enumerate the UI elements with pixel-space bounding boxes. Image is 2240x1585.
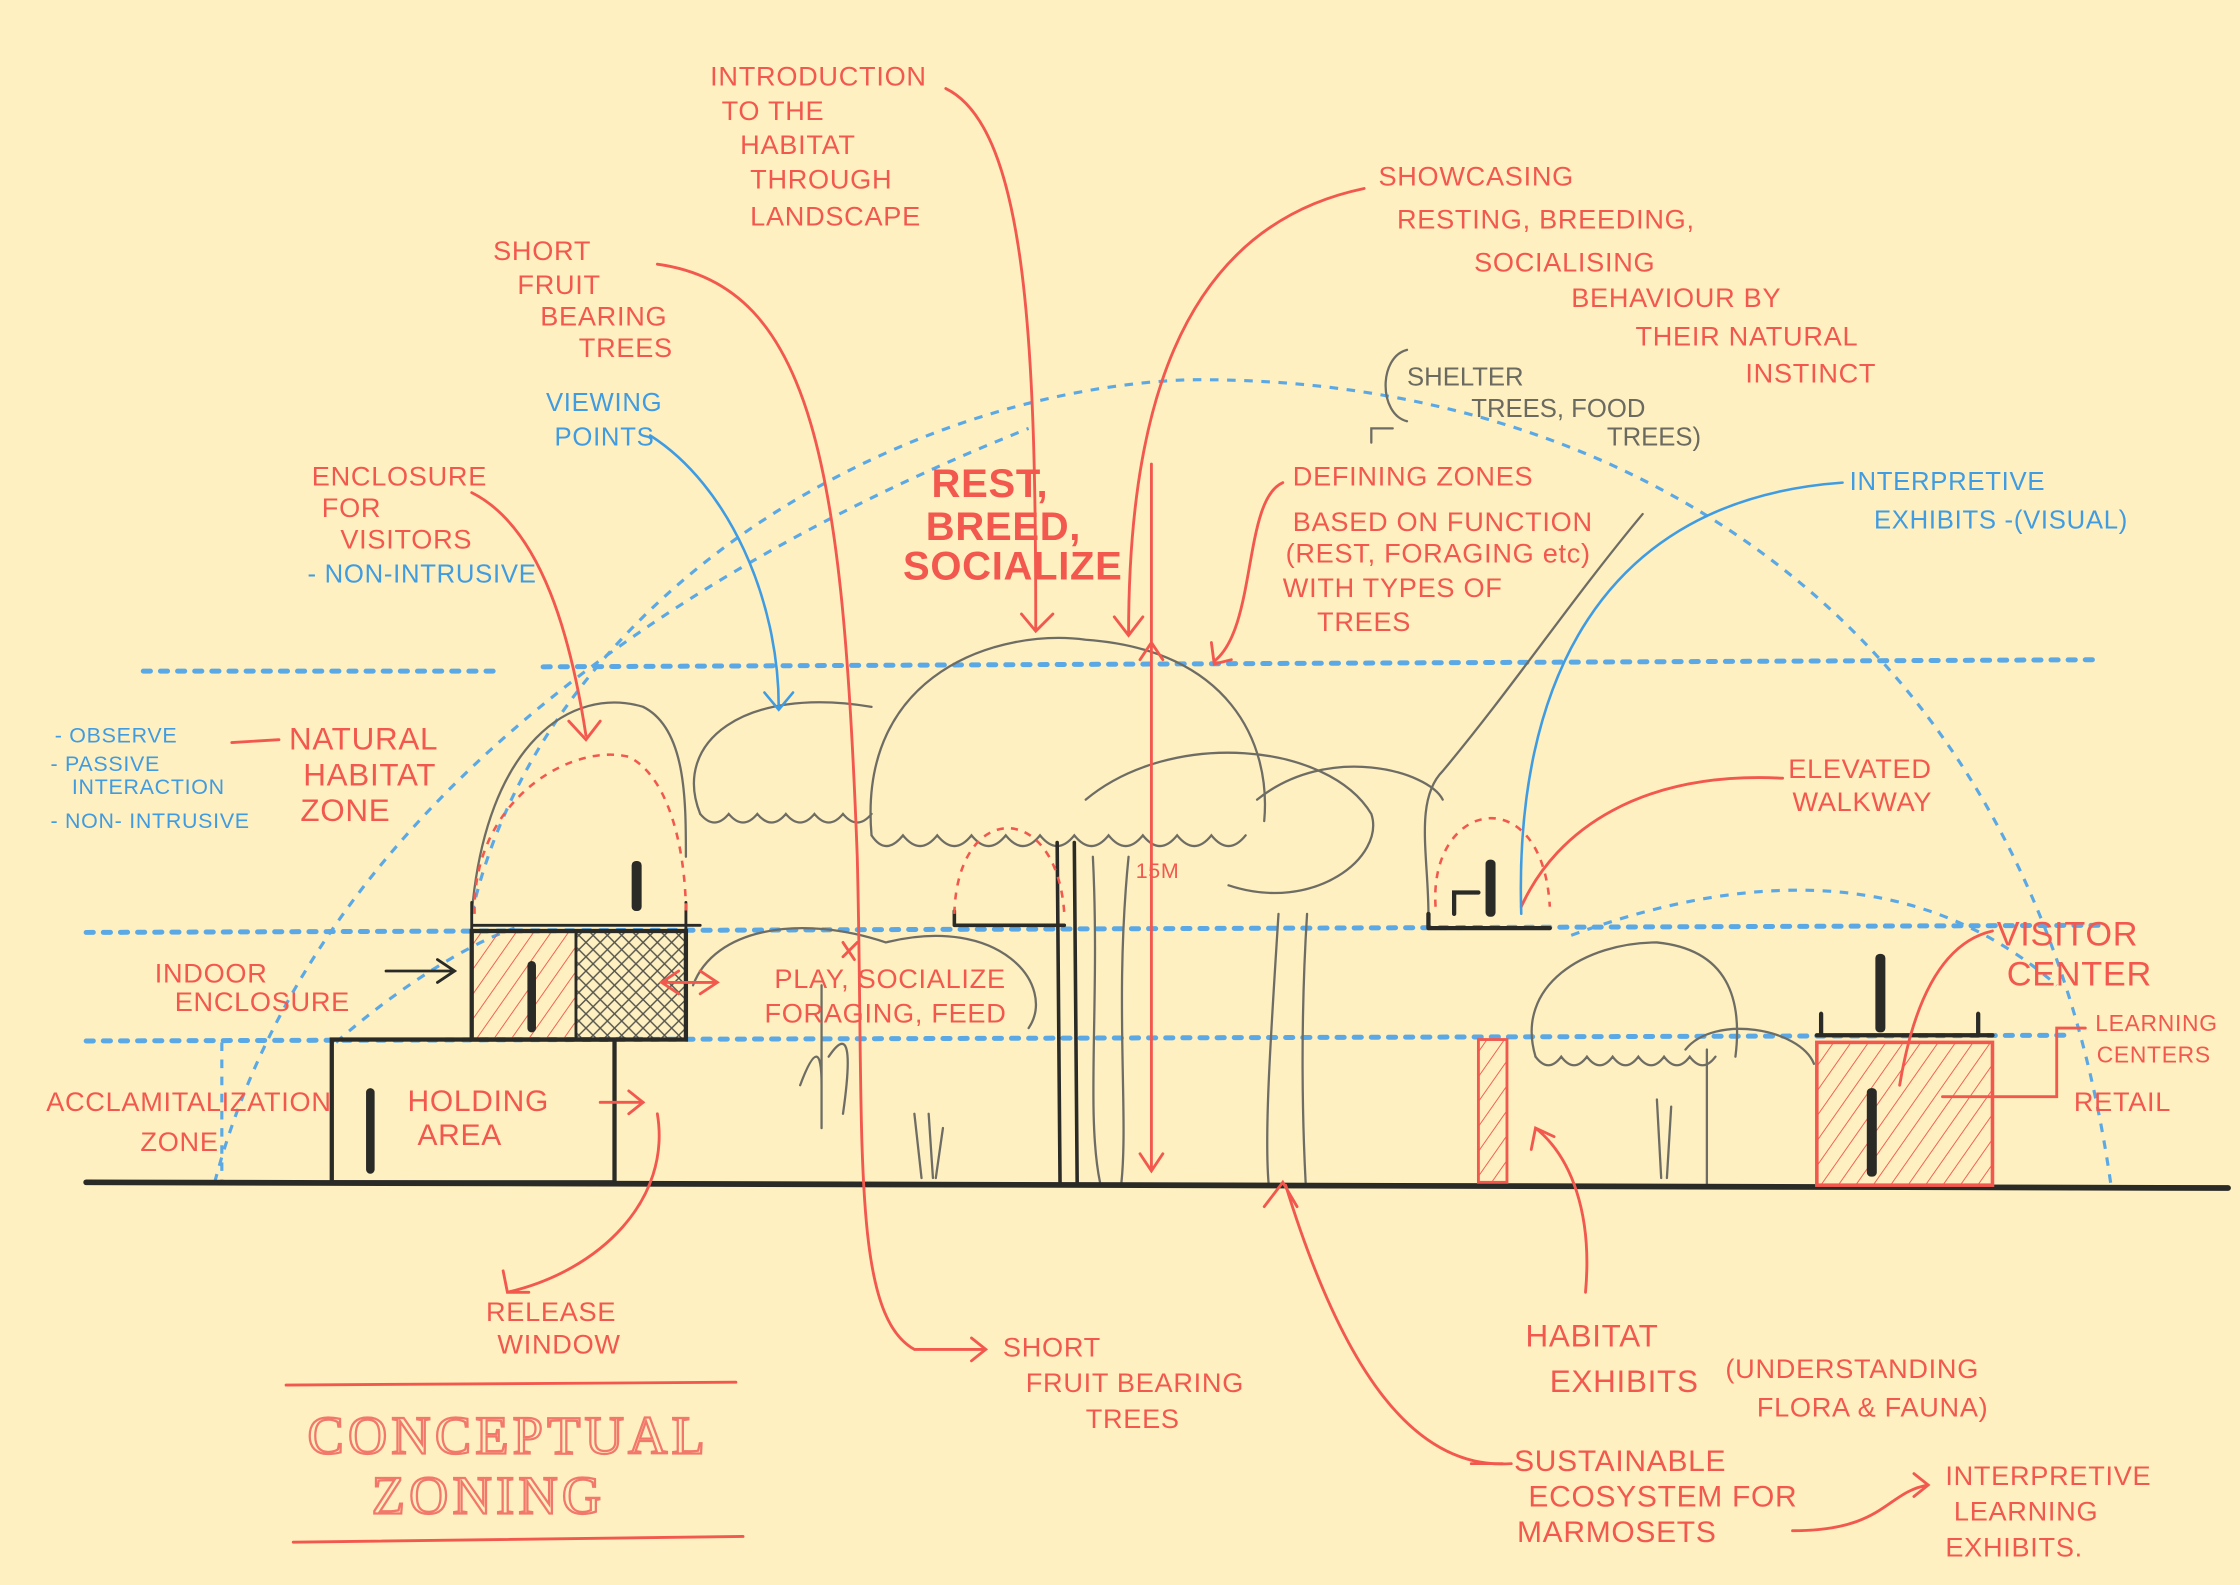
label-showcasing: SHOWCASING RESTING, BREEDING, SOCIALISIN… — [1378, 161, 1876, 389]
annotation-leaders-blue — [648, 434, 1844, 916]
label-observe-list: - OBSERVE - PASSIVE INTERACTION - NON- I… — [50, 724, 249, 834]
label-interpretive-exhibits-visual: INTERPRETIVE EXHIBITS -(VISUAL) — [1850, 468, 2128, 535]
walkway-support-post — [1476, 1038, 1509, 1184]
label-visitor-center: VISITOR CENTER — [1997, 915, 2152, 993]
label-acclimatization-zone: ACCLAMITALIZATION ZONE — [46, 1086, 340, 1157]
height-marker-15m: 15M — [1136, 859, 1180, 883]
label-holding-area: HOLDING AREA — [407, 1085, 558, 1152]
label-retail: RETAIL — [2074, 1086, 2171, 1117]
label-elevated-walkway: ELEVATED WALKWAY — [1788, 753, 1940, 817]
elevated-walkway — [1426, 816, 1552, 931]
label-viewing-points: VIEWING POINTS — [546, 389, 670, 451]
label-understanding-flora-fauna: (UNDERSTANDING FLORA & FAUNA) — [1725, 1353, 1988, 1423]
indoor-enclosure-arrow — [384, 958, 458, 984]
label-indoor-enclosure: INDOOR ENCLOSURE — [155, 957, 350, 1017]
tree-trunks — [799, 840, 1709, 1187]
label-defining-zones: DEFINING ZONES BASED ON FUNCTION (REST, … — [1283, 460, 1601, 637]
label-play-foraging: PLAY, SOCIALIZE FORAGING, FEED — [764, 963, 1014, 1028]
visitor-center-building — [1814, 1011, 1995, 1187]
label-release-window: RELEASE WINDOW — [486, 1296, 624, 1360]
label-enclosure-for-visitors: ENCLOSURE FOR VISITORS - NON-INTRUSIVE — [308, 460, 537, 588]
label-interpretive-learning-exhibits: INTERPRETIVE LEARNING EXHIBITS. — [1945, 1460, 2159, 1562]
label-habitat-exhibits: HABITAT EXHIBITS — [1526, 1319, 1699, 1400]
label-rest-breed-socialize: REST, BREED, SOCIALIZE — [903, 462, 1123, 589]
label-natural-habitat-zone: NATURAL HABITAT ZONE — [289, 722, 448, 828]
label-shelter-trees: SHELTER TREES, FOOD TREES) — [1407, 364, 1701, 452]
tree-canopies — [470, 348, 1816, 1067]
label-learning-centers: LEARNING CENTERS — [2095, 1010, 2224, 1067]
page-title: CONCEPTUAL ZONING — [308, 1406, 727, 1526]
label-sustainable-ecosystem: SUSTAINABLE ECOSYSTEM FOR MARMOSETS — [1514, 1445, 1806, 1549]
label-short-fruit-trees-bottom: SHORT FRUIT BEARING TREES — [1003, 1332, 1252, 1434]
label-intro: INTRODUCTION TO THE HABITAT THROUGH LAND… — [710, 61, 935, 232]
annotation-leaders-red — [230, 87, 2087, 1544]
human-figures — [366, 859, 1886, 1177]
label-short-fruit-trees-top: SHORT FRUIT BEARING TREES — [493, 235, 675, 363]
